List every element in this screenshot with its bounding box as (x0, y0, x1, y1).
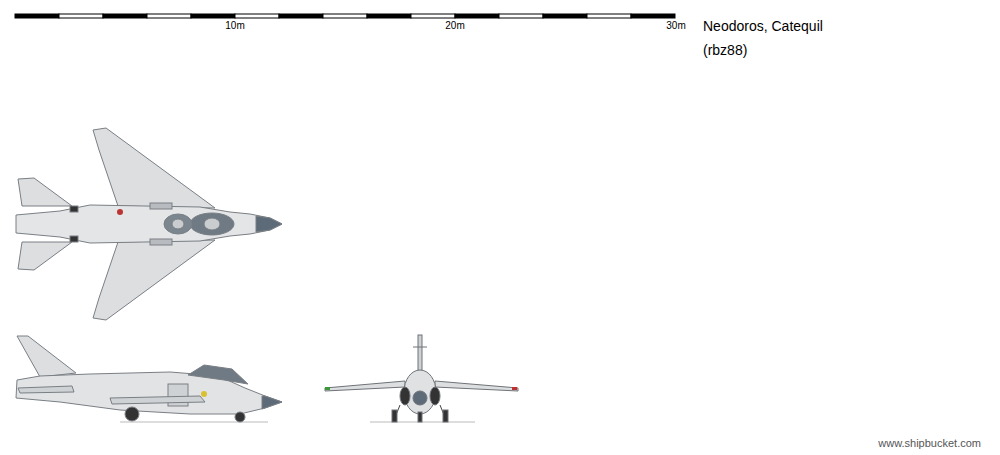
intake (150, 203, 172, 209)
wheel (443, 410, 448, 422)
scale-segment (235, 14, 279, 18)
intake (150, 239, 172, 245)
wheel (235, 412, 245, 422)
front-view (325, 335, 518, 422)
scale-segment (59, 14, 103, 18)
ground-line (120, 422, 268, 423)
wing (435, 381, 518, 391)
scale-label: 10m (225, 20, 244, 32)
seat (204, 218, 220, 230)
scale-segment (587, 14, 631, 18)
nose-cone (262, 396, 282, 409)
scale-bar (15, 14, 675, 18)
top-view (16, 128, 282, 320)
scale-label: 20m (445, 20, 464, 32)
scale-segment (631, 14, 675, 18)
fin (17, 336, 76, 377)
scale-segment (279, 14, 323, 18)
tailplane (18, 386, 74, 393)
wing (93, 128, 215, 208)
wheel (418, 412, 422, 422)
scale-segment (499, 14, 543, 18)
intake (400, 387, 410, 405)
wing-root (110, 396, 205, 404)
intake (430, 387, 440, 405)
nose-cone (413, 391, 427, 405)
tailplane (18, 242, 72, 270)
wheel (392, 410, 397, 422)
wing-light (325, 387, 330, 390)
scale-segment (367, 14, 411, 18)
wing-light (512, 387, 517, 390)
scale-segment (323, 14, 367, 18)
scale-segment (411, 14, 455, 18)
canopy (190, 213, 234, 235)
wing (325, 381, 405, 391)
fuselage (16, 205, 282, 243)
side-view (16, 336, 282, 422)
scale-segment (543, 14, 587, 18)
drawing-title: Neodoros, Catequil (703, 18, 823, 35)
nose-cone (256, 216, 282, 232)
exhaust (70, 236, 78, 242)
scale-segment (103, 14, 147, 18)
watermark: www.shipbucket.com (878, 437, 981, 450)
canopy (164, 214, 192, 234)
wheel (125, 407, 139, 421)
roundel (117, 209, 123, 215)
exhaust (70, 206, 78, 212)
author-credit: (rbz88) (703, 42, 747, 59)
roundel (201, 391, 207, 397)
scale-segment (147, 14, 191, 18)
scale-segment (15, 14, 59, 18)
scale-segment (191, 14, 235, 18)
seat (172, 219, 184, 229)
canopy (188, 365, 248, 384)
scale-label: 30m (666, 20, 685, 32)
scale-segment (455, 14, 499, 18)
fin-light (413, 347, 427, 348)
tailplane (18, 178, 72, 206)
wing (93, 240, 215, 320)
